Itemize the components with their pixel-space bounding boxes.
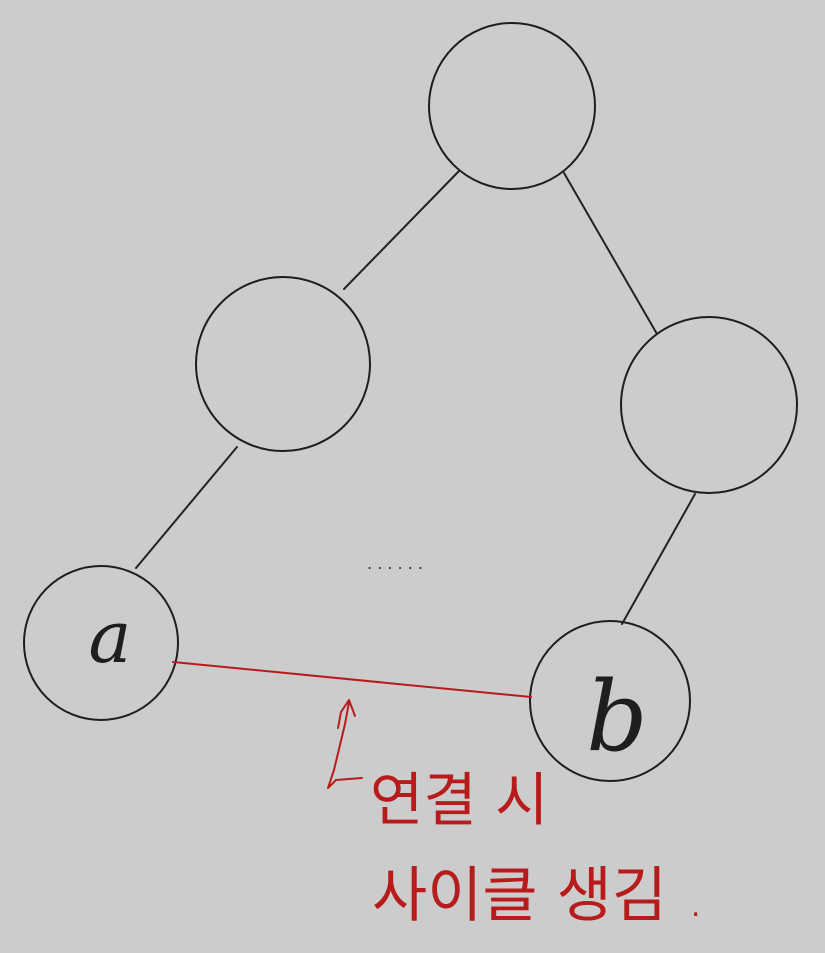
edge-a-to-b-highlight [172, 661, 532, 698]
edge-top-to-mid-left [343, 170, 460, 290]
node-mid-right [620, 316, 798, 494]
node-a [23, 565, 179, 721]
node-mid-left [195, 276, 371, 452]
annotation-line2: 사이클 생김 . [372, 861, 705, 931]
node-top [428, 22, 596, 190]
node-b [529, 620, 691, 782]
node-a-label: a [89, 595, 132, 679]
edge-top-to-mid-right [563, 172, 658, 335]
ellipsis: . . . . . . [367, 554, 423, 573]
edge-mid-right-to-b [621, 493, 696, 625]
up-arrow-icon [327, 699, 363, 789]
annotation-line1: 연결 시 [370, 766, 549, 834]
node-b-label: b [586, 661, 647, 773]
edge-mid-left-to-a [135, 446, 238, 569]
